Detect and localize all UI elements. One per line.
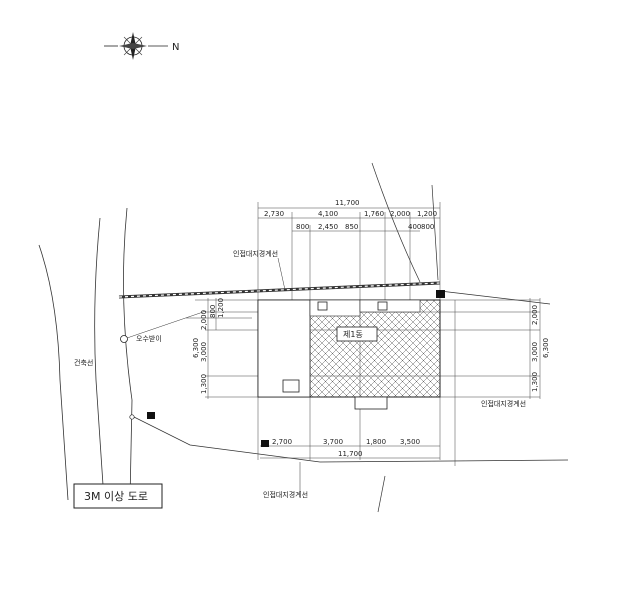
dim-left-seg-2: 2,000: [200, 310, 208, 330]
dim-top-seg-3: 2,000: [390, 210, 410, 218]
north-label: N: [172, 42, 179, 53]
road-label-box: [73, 483, 163, 509]
sewer-pipe-marker: [120, 335, 128, 343]
dim-top-inner-4: 800: [421, 223, 434, 231]
dim-left-seg-0: 800: [209, 305, 217, 318]
dim-bottom-seg-2: 1,800: [366, 438, 386, 446]
dim-top-total: 11,700: [335, 199, 360, 207]
survey-point: [129, 414, 135, 420]
building-footprint: [257, 299, 441, 410]
dim-top-inner-3: 400: [408, 223, 421, 231]
dim-top-inner-1: 2,450: [318, 223, 338, 231]
dim-top-seg-2: 1,760: [364, 210, 384, 218]
dim-right-seg-0: 2,000: [531, 305, 539, 325]
dim-top-seg-0: 2,730: [264, 210, 284, 218]
dim-left-seg-3: 3,000: [200, 342, 208, 362]
upper-boundary-line: [118, 281, 441, 299]
dim-bottom-seg-0: 2,700: [272, 438, 292, 446]
sewer-pipe-label: 오수받이: [136, 334, 162, 343]
building-name: 제1동: [343, 330, 363, 339]
dim-bottom-total: 11,700: [338, 450, 363, 458]
dim-left-seg-4: 1,300: [200, 374, 208, 394]
compass-rose-icon: [104, 32, 168, 60]
dim-top-inner-0: 800: [296, 223, 309, 231]
road-edges: [38, 207, 133, 501]
dim-bottom-seg-3: 3,500: [400, 438, 420, 446]
dim-right-total: 6,300: [542, 338, 550, 358]
label-leader-top: [277, 257, 286, 291]
lot-boundary-lines: [131, 162, 569, 513]
sewer-pipe-leader: [126, 310, 207, 339]
adjacent-boundary-label-bottom: 인접대지경계선: [263, 490, 308, 499]
dim-left-total: 6,300: [192, 338, 200, 358]
dim-top-seg-1: 4,100: [318, 210, 338, 218]
building-line-label: 건축선: [74, 358, 93, 367]
dim-right-seg-1: 3,000: [531, 342, 539, 362]
road-label: 3M 이상 도로: [84, 490, 148, 503]
marker-squares: [147, 290, 445, 447]
dim-top-inner-2: 850: [345, 223, 358, 231]
dim-bottom-seg-1: 3,700: [323, 438, 343, 446]
dim-right-seg-2: 1,300: [531, 372, 539, 392]
dim-top-seg-4: 1,200: [417, 210, 437, 218]
adjacent-boundary-label-top: 인접대지경계선: [233, 249, 278, 258]
adjacent-boundary-label-right: 인접대지경계선: [481, 399, 526, 408]
dim-left-seg-1: 1,200: [217, 298, 225, 318]
